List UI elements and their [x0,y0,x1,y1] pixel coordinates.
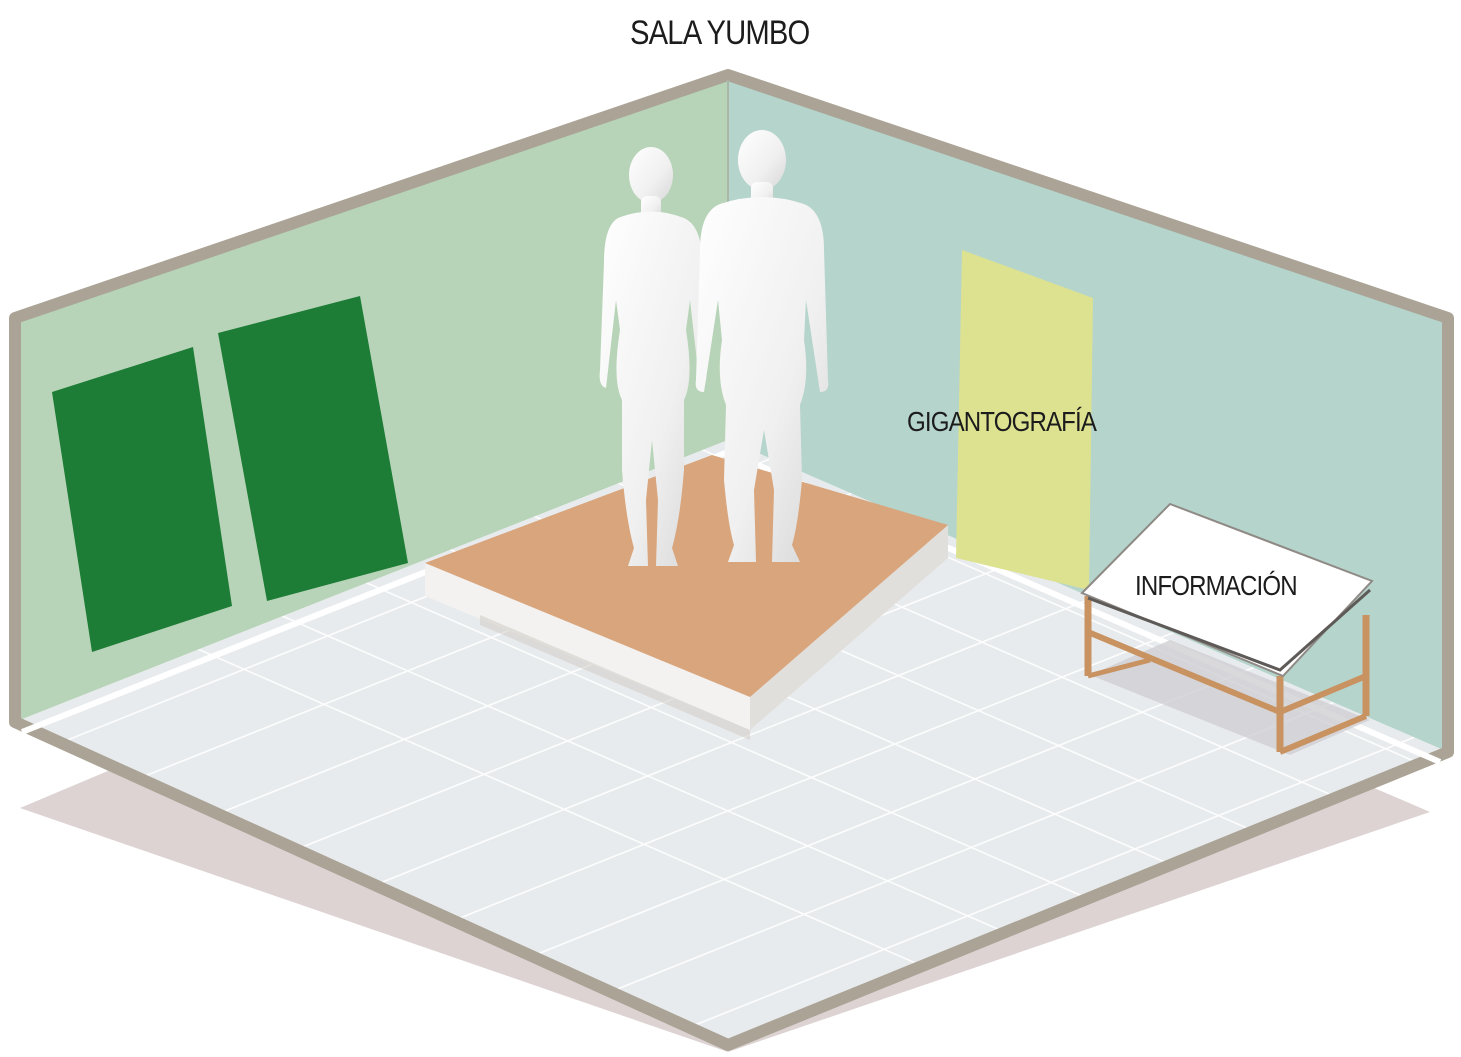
table-shadow [1090,640,1370,755]
green-panel-2 [218,296,408,601]
female-figure [599,147,707,566]
gigantografia-panel [956,250,1093,590]
male-figure [695,130,829,562]
platform-shadow [480,615,750,740]
wall-border [9,69,1454,1051]
gigantografia-label: GIGANTOGRAFÍA [907,406,1097,437]
informacion-label: INFORMACIÓN [1135,570,1298,601]
platform-side-left [425,563,750,730]
room-title: SALA YUMBO [630,14,810,52]
information-table [1080,502,1374,755]
platform-side-right [750,525,948,730]
platform-top [425,455,948,697]
table-top [1080,502,1374,678]
green-panel-1 [52,347,232,652]
